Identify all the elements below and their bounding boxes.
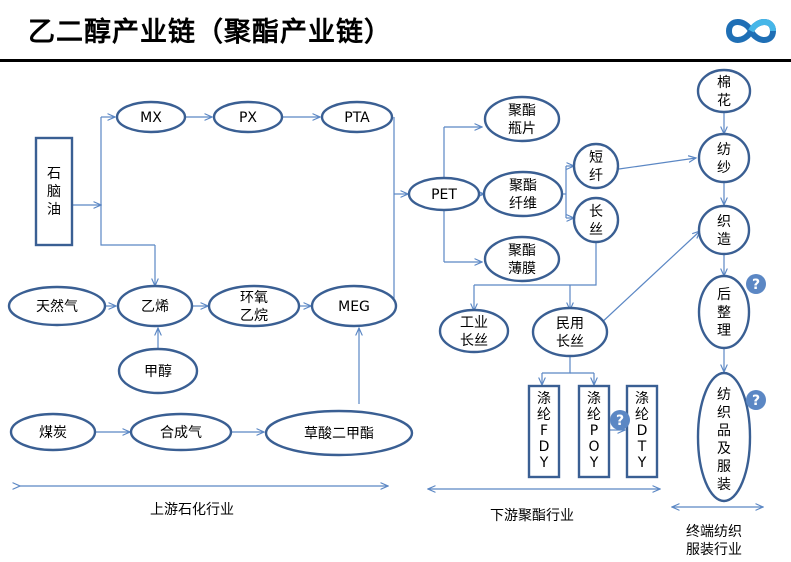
node-fangsha: 纺纱 (697, 132, 751, 184)
infinity-logo-icon (725, 19, 777, 43)
node-duanxian: 短纤 (572, 142, 620, 190)
svg-text:纺织品及服装: 纺织品及服装 (717, 387, 731, 493)
svg-text:?: ? (752, 277, 760, 293)
edge-trunk-line (100, 117, 155, 246)
node-fangzhipin: 纺织品及服装 (696, 371, 752, 503)
svg-text:环氧乙烷: 环氧乙烷 (240, 290, 268, 324)
section-label-upstream: 上游石化行业 (150, 502, 234, 518)
node-huanyang: 环氧乙烷 (207, 284, 301, 328)
svg-text:甲醇: 甲醇 (144, 363, 172, 380)
node-tianranqi: 天然气 (7, 285, 107, 327)
svg-text:天然气: 天然气 (36, 298, 78, 315)
svg-text:后整理: 后整理 (717, 287, 731, 339)
edges (72, 112, 724, 432)
help-icon[interactable]: ? (746, 274, 766, 294)
svg-text:MEG: MEG (338, 299, 370, 315)
svg-text:民用长丝: 民用长丝 (556, 316, 584, 350)
svg-text:乙烯: 乙烯 (141, 299, 169, 315)
node-jiachun: 甲醇 (117, 347, 199, 395)
help-icon[interactable]: ? (746, 390, 766, 410)
node-changsi: 长丝 (572, 196, 620, 244)
node-pet: PET (407, 176, 481, 212)
svg-text:PET: PET (431, 187, 457, 203)
node-gongye: 工业长丝 (438, 308, 510, 354)
node-houzhengli: 后整理 (697, 274, 751, 350)
svg-text:工业长丝: 工业长丝 (460, 315, 488, 349)
edge-duanxian-fangsha (618, 158, 696, 170)
svg-text:纺纱: 纺纱 (717, 142, 731, 176)
svg-text:煤炭: 煤炭 (39, 425, 67, 441)
node-shinaoyou: 石脑油 (34, 136, 74, 247)
edge-changsi-down (474, 240, 597, 286)
edge-minyong-zhizao (598, 231, 700, 326)
section-spans (20, 486, 763, 507)
svg-text:聚酯纤维: 聚酯纤维 (509, 178, 537, 212)
svg-text:棉花: 棉花 (717, 74, 731, 109)
svg-text:PX: PX (239, 110, 257, 126)
node-pingpian: 聚酯瓶片 (483, 95, 561, 143)
section-label-terminal: 终端纺织服装行业 (686, 524, 742, 558)
svg-text:草酸二甲酯: 草酸二甲酯 (304, 426, 374, 442)
svg-text:合成气: 合成气 (160, 425, 202, 441)
svg-text:PTA: PTA (344, 110, 370, 126)
node-bomo: 聚酯薄膜 (483, 235, 561, 283)
section-label-downstream: 下游聚酯行业 (490, 508, 574, 524)
node-hechengqi: 合成气 (129, 412, 233, 452)
node-pta: PTA (320, 100, 394, 134)
page-title: 乙二醇产业链（聚酯产业链） (28, 17, 392, 48)
node-minyong: 民用长丝 (531, 306, 609, 358)
svg-text:石脑油: 石脑油 (47, 166, 61, 218)
node-mianhua: 棉花 (696, 68, 752, 114)
node-zhizao: 织造 (697, 204, 751, 256)
edge-minyong-split (542, 357, 571, 374)
node-mx: MX (115, 100, 187, 134)
svg-text:?: ? (616, 413, 624, 429)
help-icon[interactable]: ? (610, 410, 630, 430)
node-xianwei: 聚酯纤维 (482, 170, 564, 218)
svg-text:聚酯瓶片: 聚酯瓶片 (508, 103, 536, 137)
svg-text:织造: 织造 (717, 214, 731, 248)
svg-text:短纤: 短纤 (589, 150, 603, 184)
node-meg: MEG (310, 284, 398, 328)
node-caosuan: 草酸二甲酯 (264, 409, 414, 457)
node-yixi: 乙烯 (116, 284, 194, 328)
svg-text:MX: MX (140, 110, 162, 126)
node-meitan: 煤炭 (9, 412, 97, 452)
node-px: PX (212, 100, 284, 134)
edge-pta-meg-join (393, 117, 397, 307)
title-divider (0, 59, 791, 62)
svg-text:聚酯薄膜: 聚酯薄膜 (508, 243, 536, 277)
svg-text:?: ? (752, 393, 760, 409)
svg-text:长丝: 长丝 (589, 204, 603, 238)
